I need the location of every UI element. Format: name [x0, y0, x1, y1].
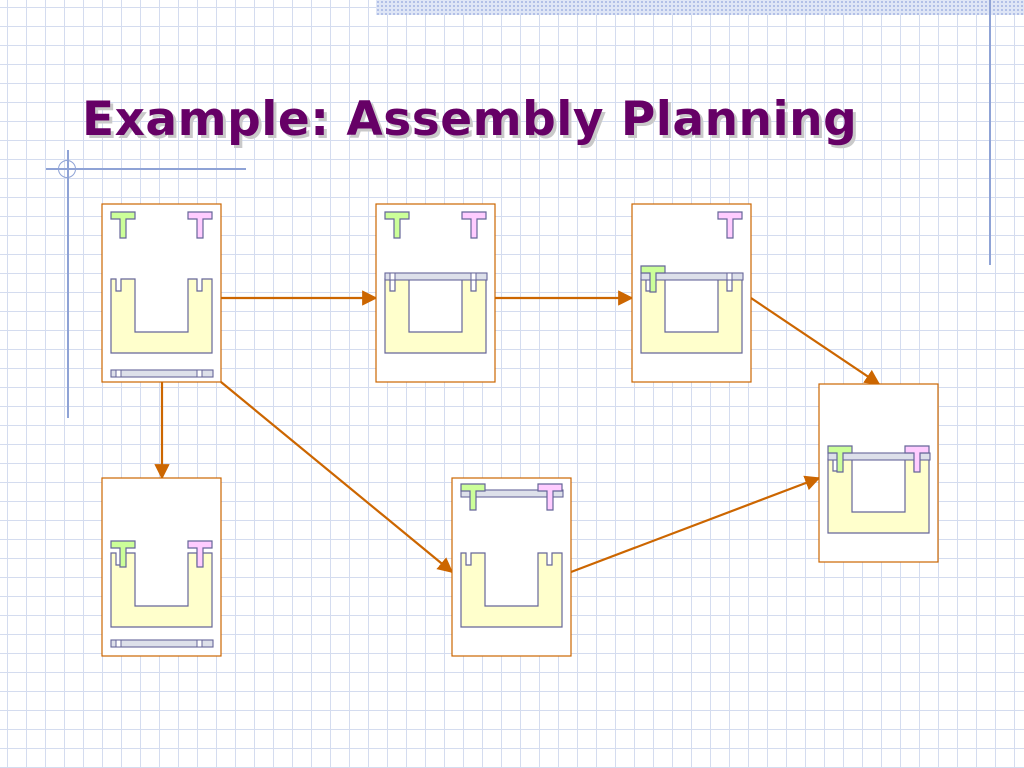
- pink-peg-icon: [187, 211, 213, 239]
- pink-peg-icon: [461, 211, 487, 239]
- state-box-bar-pegs-joined: [451, 477, 572, 657]
- bar-icon: [110, 639, 214, 648]
- right-margin-rule: [989, 0, 991, 265]
- state-box-bar-green-placed: [631, 203, 752, 383]
- bar-icon: [384, 272, 488, 281]
- u-base-icon: [110, 278, 213, 354]
- green-peg-icon: [827, 445, 853, 473]
- state-box-assembled: [818, 383, 939, 563]
- bar-icon: [827, 452, 931, 461]
- edge-arrow-n3-n4: [750, 297, 881, 385]
- u-base-icon: [460, 552, 563, 628]
- u-base-icon: [110, 552, 213, 628]
- green-peg-icon: [110, 540, 136, 568]
- edge-arrow-n6-n4: [570, 475, 821, 574]
- left-margin-rule: [67, 150, 69, 418]
- title-ring-ornament: [58, 160, 76, 178]
- state-box-bar-placed: [375, 203, 496, 383]
- edge-arrow-n1-n6: [220, 381, 454, 573]
- header-pattern-band: [376, 0, 1024, 15]
- bar-icon: [460, 489, 564, 498]
- state-box-initial: [101, 203, 222, 383]
- slide-title: Example: Assembly Planning: [82, 92, 858, 147]
- green-peg-icon: [640, 265, 666, 293]
- green-peg-icon: [384, 211, 410, 239]
- green-peg-icon: [110, 211, 136, 239]
- title-underline-rule: [46, 168, 246, 170]
- bar-icon: [110, 369, 214, 378]
- pink-peg-icon: [904, 445, 930, 473]
- green-peg-icon: [460, 483, 486, 511]
- bar-icon: [640, 272, 744, 281]
- pink-peg-icon: [187, 540, 213, 568]
- pink-peg-icon: [717, 211, 743, 239]
- pink-peg-icon: [537, 483, 563, 511]
- edge-layer: [154, 290, 881, 574]
- state-box-pegs-in-base: [101, 477, 222, 657]
